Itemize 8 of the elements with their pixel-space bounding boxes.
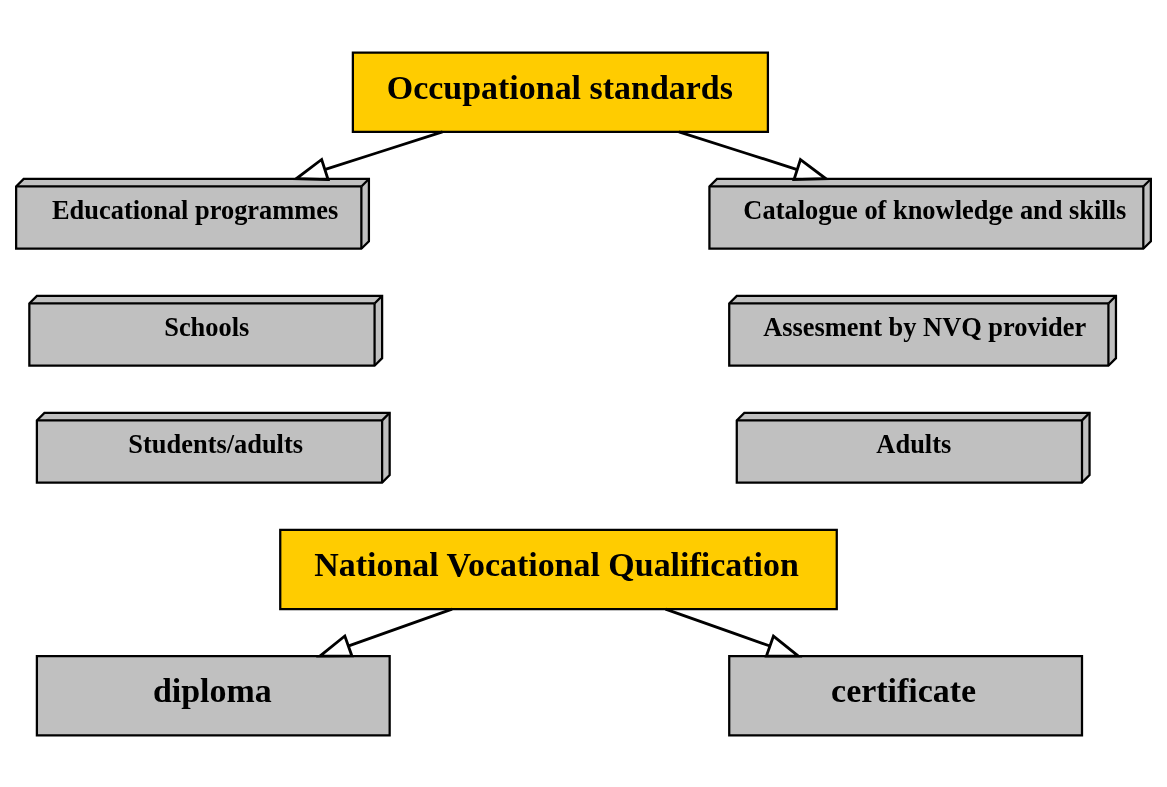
- arrow: [292, 130, 443, 181]
- node-box: certificate: [728, 654, 1084, 737]
- arrow: [665, 607, 803, 657]
- arrow: [315, 607, 453, 657]
- node-box: Occupational standards: [351, 50, 770, 133]
- node-box: National Vocational Qualification: [279, 528, 838, 610]
- arrow: [678, 130, 831, 181]
- node-box: diploma: [35, 654, 391, 737]
